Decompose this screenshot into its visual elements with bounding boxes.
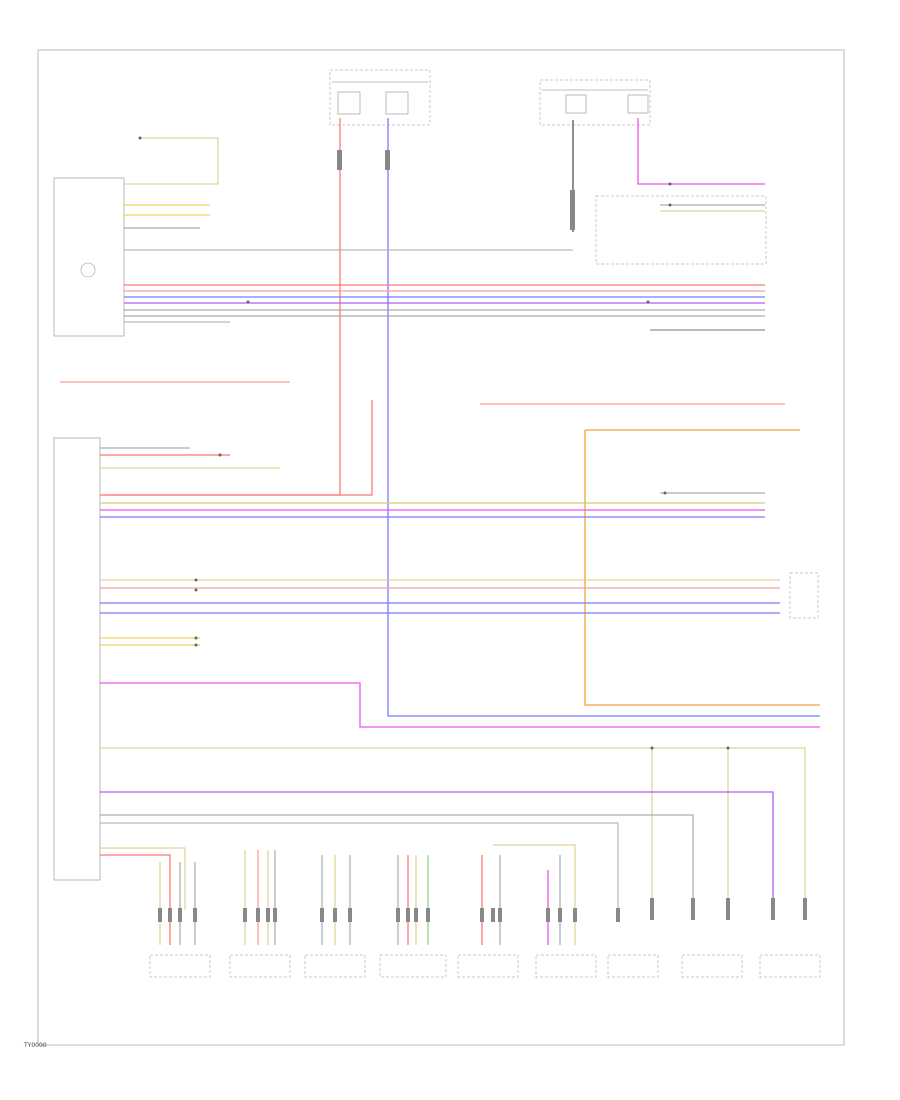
sensor-box-6 — [535, 954, 597, 978]
wire-blue-fuse-feed — [387, 118, 820, 717]
wire-module-magenta-12 — [100, 682, 820, 728]
connector-markers — [158, 150, 807, 922]
fuse-block-left — [329, 69, 431, 126]
wire-compressor-yellow-top — [124, 137, 219, 185]
sensor-box-4 — [379, 954, 447, 978]
fuse-block-right — [539, 79, 651, 126]
wire-module-violet-14 — [100, 791, 774, 920]
wire-magenta-right-fuse — [637, 118, 765, 185]
splice-dots — [138, 136, 730, 750]
page-code: TY0000 — [23, 1042, 47, 1049]
sensor-box-3 — [304, 954, 366, 978]
sensor-box-9 — [759, 954, 821, 978]
wire-module-grey-15 — [100, 814, 694, 920]
sensor-drop-group-2 — [244, 850, 276, 945]
sensor-drop-group-5 — [481, 844, 576, 945]
wire-module-khaki-13 — [100, 747, 806, 920]
compressor-motor-symbol — [80, 262, 96, 278]
right-bottom-sensor-box — [789, 572, 819, 619]
sensor-box-8 — [681, 954, 743, 978]
wire-red-fuse-feed — [105, 118, 341, 496]
sensor-drop-group-4 — [397, 855, 429, 945]
sensor-box-7 — [607, 954, 659, 978]
wire-module-grey-16 — [100, 822, 619, 920]
electric-ac-compressor-box — [53, 177, 125, 337]
wire-module-red-2 — [100, 400, 373, 496]
sensor-drop-group-6 — [547, 855, 561, 945]
diagram-frame — [37, 49, 845, 1046]
sensor-drop-group-1 — [100, 847, 196, 945]
sensor-box-5 — [457, 954, 519, 978]
sensor-box-1 — [149, 954, 211, 978]
wire-orange-right — [584, 429, 820, 706]
climatronic-control-module-box — [53, 437, 101, 881]
sensor-drop-group-3 — [321, 855, 351, 945]
ac-pressure-sender-box — [595, 195, 767, 265]
sensor-box-2 — [229, 954, 291, 978]
